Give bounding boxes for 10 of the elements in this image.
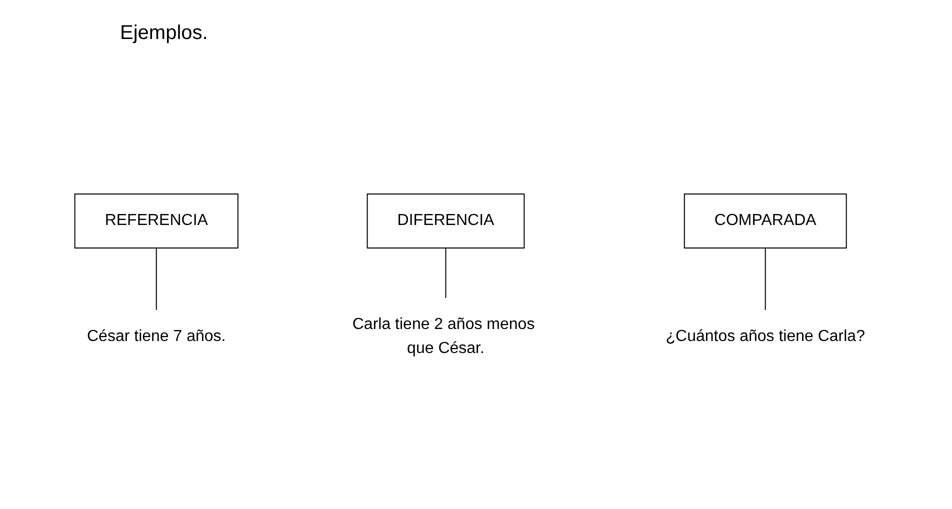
node-text: ¿Cuántos años tiene Carla? xyxy=(666,328,865,345)
node-box: DIFERENCIA xyxy=(366,194,525,248)
connector xyxy=(156,248,157,310)
node-text: César tiene 7 años. xyxy=(87,328,226,345)
node-box: REFERENCIA xyxy=(74,194,238,248)
title: Ejemplos. xyxy=(120,22,208,45)
node-text: Carla tiene 2 años menos que César. xyxy=(352,316,535,357)
connector xyxy=(764,248,766,310)
connector xyxy=(445,248,446,298)
node-box: COMPARADA xyxy=(684,194,847,248)
